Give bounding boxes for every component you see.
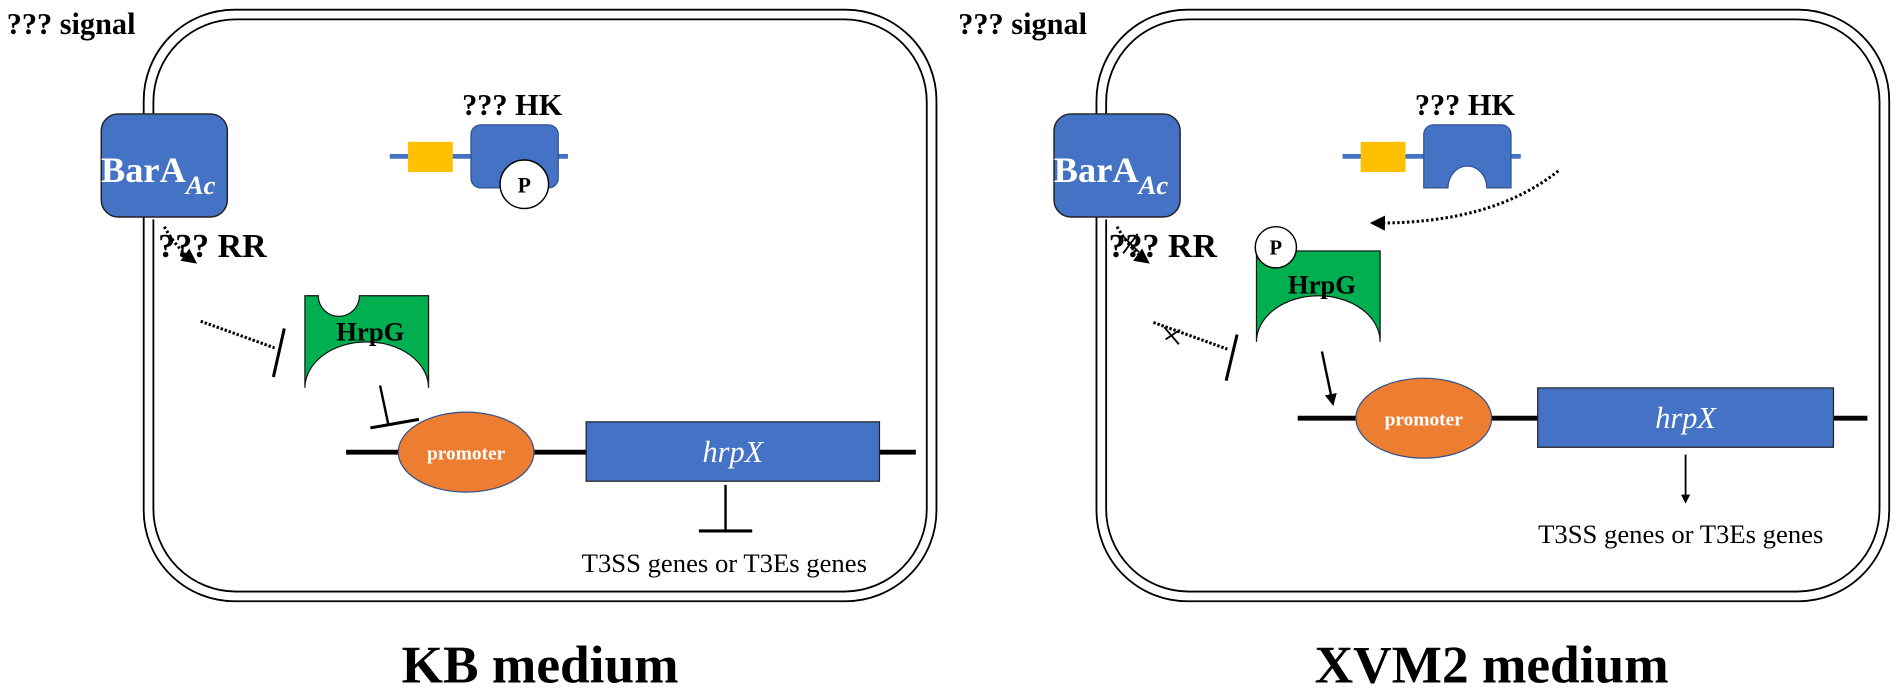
hk: ??? HK P: [389, 88, 568, 210]
phosphate-label: P: [518, 174, 531, 198]
hrpg-shape: HrpG: [304, 295, 430, 388]
cell-inner-membrane: [1105, 18, 1881, 593]
rr-label: ??? RR: [158, 228, 267, 265]
signal-label: ??? signal: [7, 7, 136, 41]
hk-label: ??? HK: [1415, 88, 1516, 122]
hk: ??? HK: [1342, 88, 1521, 189]
phosphate-label: P: [1270, 238, 1283, 260]
promoter: [397, 411, 535, 493]
svg-text:BarAAc: BarAAc: [101, 150, 216, 200]
rr-label: ??? RR: [1109, 228, 1218, 265]
promoter: [1355, 377, 1493, 459]
target-genes-label: T3SS genes or T3Es genes: [582, 548, 867, 578]
bara-label: BarA: [1054, 150, 1139, 190]
panel-xvm2: ??? signal BarAAc ??? HK ??? RR P HrpG: [958, 7, 1891, 694]
hrpg-label: HrpG: [336, 317, 404, 347]
cell-outer-membrane: [1095, 8, 1891, 603]
promoter-label: promoter: [1385, 409, 1464, 430]
hk-to-hrpg-arrow: [1369, 169, 1560, 231]
rr-inhibits-hrpg-blocked: [1152, 321, 1228, 351]
hk-label: ??? HK: [462, 88, 563, 122]
hrpg-shape: P HrpG: [1254, 225, 1381, 342]
signal-label: ??? signal: [958, 7, 1087, 41]
hrpg-label: HrpG: [1288, 269, 1356, 299]
hrpg-activates-promoter: [1320, 351, 1337, 407]
target-genes-label: T3SS genes or T3Es genes: [1538, 519, 1823, 549]
svg-text:BarAAc: BarAAc: [1054, 150, 1169, 200]
hrpx-gene: [585, 421, 881, 482]
block-cross-icon: [1163, 326, 1181, 345]
hrpx-label: hrpX: [1655, 401, 1717, 435]
bara-box: BarAAc: [100, 113, 229, 220]
bara-label: BarA: [101, 150, 186, 190]
medium-title: KB medium: [402, 634, 679, 694]
block-cross-icon: [1121, 233, 1140, 254]
hrpx-gene: [1537, 387, 1835, 448]
hrpx-label: hrpX: [703, 435, 765, 469]
promoter-label: promoter: [427, 443, 506, 464]
phosphate-circle: [499, 159, 550, 210]
panel-kb: ??? signal BarAAc ??? HK P ??? RR HrpG: [7, 7, 938, 694]
cell-outer-membrane: [142, 8, 938, 603]
hrpg-inhibits-promoter: [378, 385, 390, 426]
medium-title: XVM2 medium: [1315, 634, 1669, 694]
rr-inhibits-hrpg: [200, 319, 276, 350]
cell-inner-membrane: [152, 18, 928, 593]
bara-box: BarAAc: [1053, 113, 1181, 220]
bara-subscript: Ac: [184, 170, 216, 200]
phosphate-circle: [1254, 225, 1298, 269]
bara-subscript: Ac: [1137, 170, 1169, 200]
